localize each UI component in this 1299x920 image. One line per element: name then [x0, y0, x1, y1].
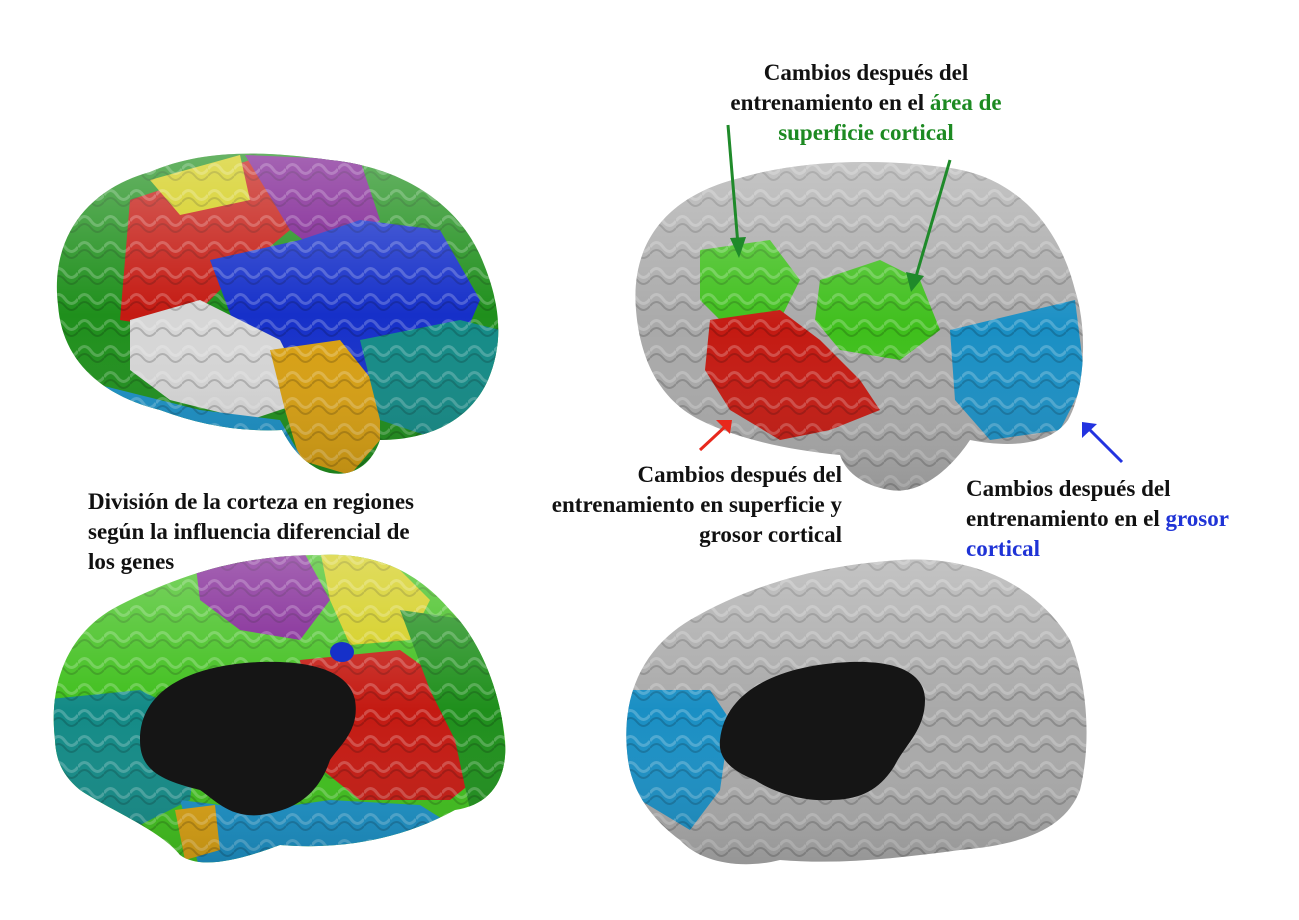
thickness-line1: Cambios después del	[966, 476, 1171, 501]
regions-line3: los genes	[88, 549, 175, 574]
regions-line2: según la influencia diferencial de	[88, 519, 410, 544]
thickness-line2-prefix: entrenamiento en el	[966, 506, 1166, 531]
regions-line1: División de la corteza en regiones	[88, 489, 414, 514]
surface-area-line1: Cambios después del	[763, 60, 969, 85]
thickness-label: Cambios después del entrenamiento en el …	[966, 474, 1296, 564]
surface-thickness-line1: Cambios después del	[637, 462, 842, 487]
surface-thickness-line3: grosor cortical	[699, 522, 842, 547]
surface-area-highlight-1: área de	[929, 90, 1002, 115]
surface-area-label: Cambios después del entrenamiento en el …	[652, 58, 1080, 148]
green-arrow-right	[906, 159, 952, 292]
blue-arrow	[1082, 422, 1124, 464]
surface-area-line2-prefix: entrenamiento en el	[730, 90, 930, 115]
brain-medial-regions	[53, 554, 506, 863]
brain-lateral-regions	[56, 153, 499, 474]
surface-thickness-line2: entrenamiento en superficie y	[551, 492, 842, 517]
regions-caption: División de la corteza en regiones según…	[88, 487, 488, 577]
red-arrow	[698, 420, 732, 452]
surface-area-highlight-2: superficie cortical	[778, 120, 954, 145]
thickness-line2: entrenamiento en el grosor	[966, 504, 1296, 534]
surface-thickness-label: Cambios después del entrenamiento en sup…	[480, 460, 842, 550]
green-arrow-left	[726, 124, 746, 258]
brain-medial-changes	[626, 559, 1087, 865]
brain-lateral-changes	[635, 162, 1084, 491]
surface-area-line2: entrenamiento en el área de	[652, 88, 1080, 118]
thickness-highlight-1: grosor	[1165, 506, 1229, 531]
thickness-highlight-2: cortical	[966, 536, 1041, 561]
